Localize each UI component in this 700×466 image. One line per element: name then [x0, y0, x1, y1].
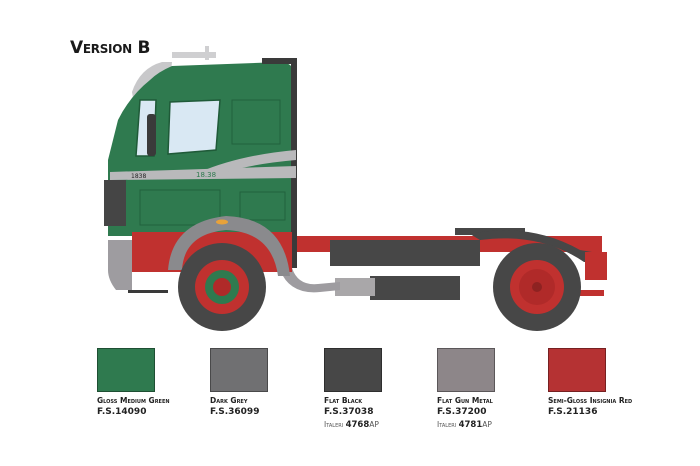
swatch-label: Flat Gun Metal — [437, 396, 493, 405]
swatch-fs-code: F.S.36099 — [210, 407, 260, 417]
version-title: Version B — [70, 38, 151, 58]
door-badge: 18.38 — [196, 171, 216, 179]
swatch-fs-code: F.S.21136 — [548, 407, 598, 417]
front-wheel — [178, 243, 266, 331]
swatch-flat-black — [324, 348, 382, 392]
swatch-semi-gloss-insignia-red — [548, 348, 606, 392]
italeri-code: Italeri 4781AP — [437, 420, 492, 430]
swatch-label: Gloss Medium Green — [97, 396, 170, 405]
swatch-fs-code: F.S.14090 — [97, 407, 147, 417]
swatch-dark-grey — [210, 348, 268, 392]
swatch-label: Flat Black — [324, 396, 363, 405]
swatch-fs-code: F.S.37038 — [324, 407, 374, 417]
swatch-fs-code: F.S.37200 — [437, 407, 487, 417]
swatch-flat-gun-metal — [437, 348, 495, 392]
swatch-label: Dark Grey — [210, 396, 248, 405]
cab-badge: 1838 — [131, 173, 146, 180]
swatch-label: Semi-Gloss Insignia Red — [548, 396, 633, 405]
rear-wheel — [493, 243, 581, 331]
truck-illustration: 1838 18.38 — [104, 46, 607, 331]
swatch-gloss-medium-green — [97, 348, 155, 392]
italeri-code: Italeri 4768AP — [324, 420, 379, 430]
